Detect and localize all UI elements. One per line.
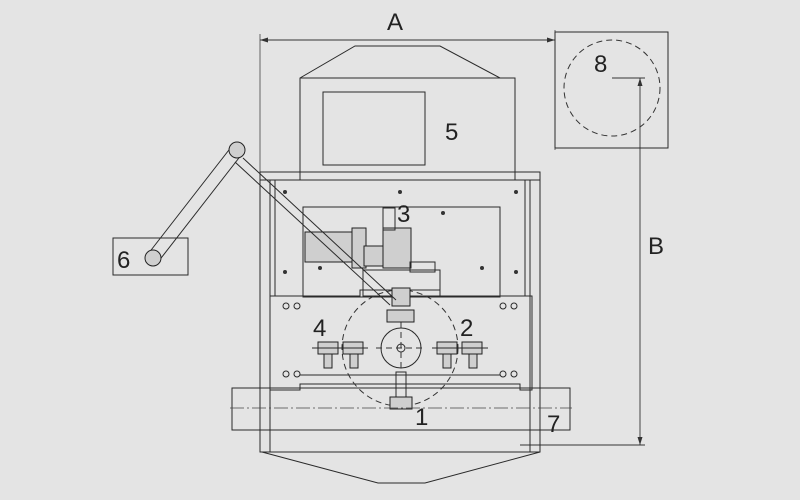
part-label-3: 3 <box>397 201 410 228</box>
part-label-8: 8 <box>594 51 607 78</box>
rotary-table <box>341 287 459 410</box>
part-4-station <box>312 341 368 369</box>
part-5-cabinet <box>299 45 516 180</box>
part-2-station <box>432 341 488 369</box>
part-8-bin <box>554 31 669 149</box>
lower-plate <box>269 289 533 391</box>
part-7-conveyor <box>230 387 572 431</box>
part-label-2: 2 <box>460 315 473 342</box>
part-6-lever <box>112 141 397 306</box>
bottom-chute <box>261 451 541 484</box>
part-label-4: 4 <box>313 315 326 342</box>
dimension-label-b: B <box>648 233 664 260</box>
screen-panel <box>322 91 426 166</box>
part-label-1: 1 <box>415 404 428 431</box>
part-label-5: 5 <box>445 119 458 146</box>
part-label-6: 6 <box>117 247 130 274</box>
dimension-b <box>520 77 645 446</box>
part-3-drive-unit <box>304 207 441 297</box>
dimension-label-a: A <box>387 9 403 36</box>
part-label-7: 7 <box>547 411 560 438</box>
